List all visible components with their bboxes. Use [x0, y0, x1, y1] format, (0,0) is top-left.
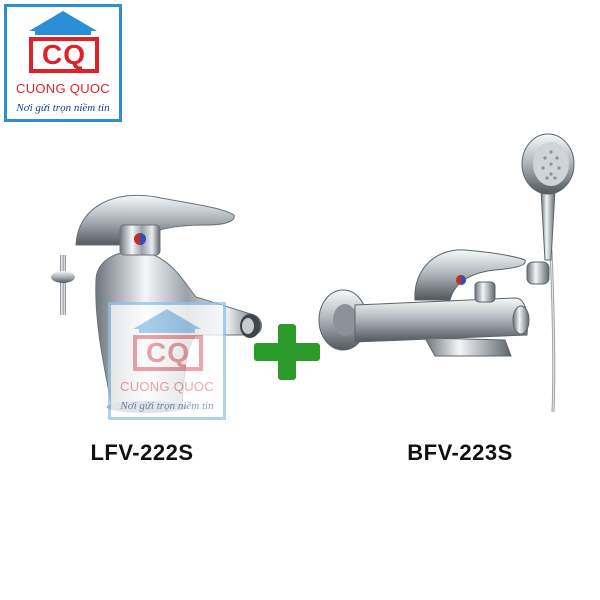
house-roof-icon: [29, 11, 97, 35]
logo-brand-name: CUONG QUOC: [16, 81, 110, 96]
watermark-logo-mark-text: CQ: [146, 337, 190, 368]
logo-mark-text: CQ: [42, 39, 86, 70]
watermark-logo: CQ CUONG QUOC Nơi gửi trọn niềm tin: [108, 302, 226, 420]
watermark-brand-name: CUONG QUOC: [120, 379, 214, 394]
product-model-label-bath: BFV-223S: [407, 440, 513, 465]
logo-mark: CQ: [29, 37, 99, 73]
plus-icon: [254, 324, 320, 380]
brand-logo: CQ CUONG QUOC Nơi gửi trọn niềm tin: [4, 4, 122, 122]
house-roof-icon: [133, 309, 201, 333]
bath-shower-mixer-image: [318, 133, 575, 413]
watermark-tagline: Nơi gửi trọn niềm tin: [120, 400, 214, 412]
logo-tagline: Nơi gửi trọn niềm tin: [16, 102, 110, 114]
product-model-label-basin: LFV-222S: [90, 440, 194, 465]
watermark-logo-mark: CQ: [133, 335, 203, 371]
